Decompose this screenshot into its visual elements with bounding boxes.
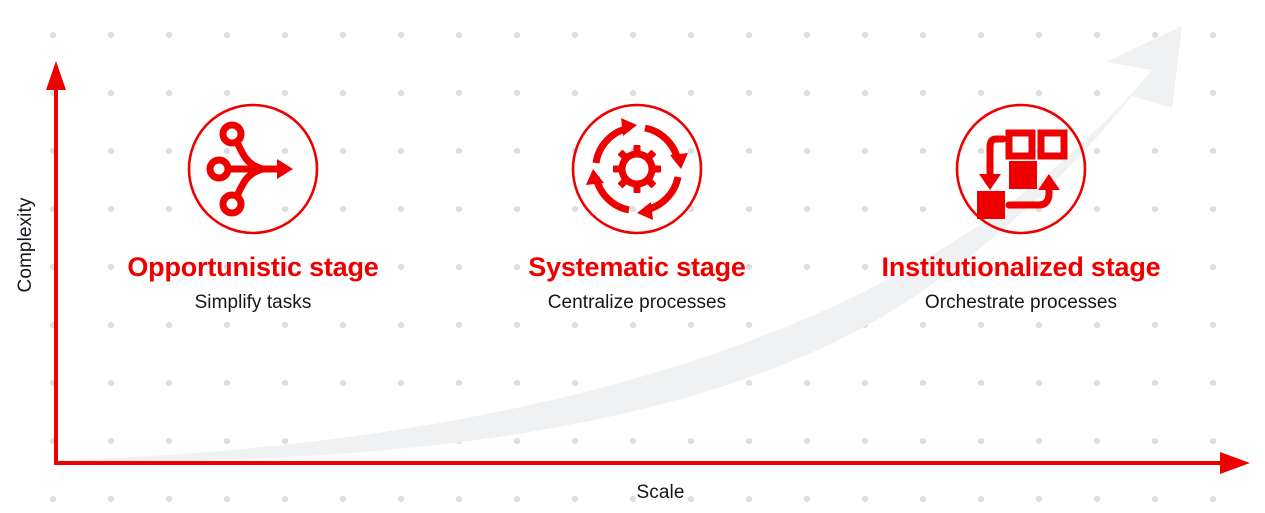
workflow-arrowhead-down-icon (979, 174, 1001, 190)
stage-item-institutionalized[interactable]: Institutionalized stage Orchestrate proc… (831, 95, 1211, 314)
x-axis-arrowhead-icon (1220, 452, 1250, 474)
x-axis-label: Scale (636, 482, 685, 503)
growth-trend-arrow-icon (56, 26, 1182, 461)
stage-subtitle: Simplify tasks (194, 291, 312, 313)
cycle-arrowhead-right (670, 153, 688, 169)
merge-node-top (219, 121, 245, 147)
stage-subtitle: Centralize processes (547, 291, 727, 313)
y-axis-arrowhead-icon (46, 61, 66, 90)
y-axis-label: Complexity (15, 197, 36, 293)
workflow-arrow-down-path (986, 135, 1007, 183)
stage-title: Opportunistic stage (127, 252, 379, 282)
icon-ring (955, 103, 1087, 235)
cycle-arrowhead-left (586, 169, 604, 185)
merge-node-middle (206, 156, 232, 182)
icon-ring (571, 103, 703, 235)
workflow-orchestration-icon (955, 103, 1087, 235)
gear-icon (618, 150, 656, 188)
workflow-arrow-right-up-path (1005, 181, 1053, 209)
stage-title: Systematic stage (528, 252, 746, 282)
workflow-outline-square-left (1005, 129, 1036, 160)
cycle-arrowhead-top (621, 118, 637, 136)
stage-item-systematic[interactable]: Systematic stage Centralize processes (447, 95, 827, 314)
gear-cycle-icon (571, 103, 703, 235)
merge-arrows-icon (187, 103, 319, 235)
workflow-outline-square-right (1037, 129, 1068, 160)
merge-bottom-branch (233, 165, 267, 200)
cycle-arrowhead-bottom (637, 202, 653, 220)
stage-subtitle: Orchestrate processes (924, 291, 1118, 313)
merge-arrowhead-icon (277, 159, 293, 179)
stage-item-opportunistic[interactable]: Opportunistic stage Simplify tasks (63, 95, 443, 314)
workflow-filled-square-bottom-left (977, 191, 1005, 219)
merge-top-branch (233, 138, 267, 173)
merge-node-bottom (219, 191, 245, 217)
workflow-arrowhead-up-icon (1038, 174, 1060, 190)
icon-ring (187, 103, 319, 235)
stage-title: Institutionalized stage (881, 252, 1161, 282)
gear-teeth (613, 145, 661, 193)
workflow-filled-square-center (1009, 161, 1037, 189)
